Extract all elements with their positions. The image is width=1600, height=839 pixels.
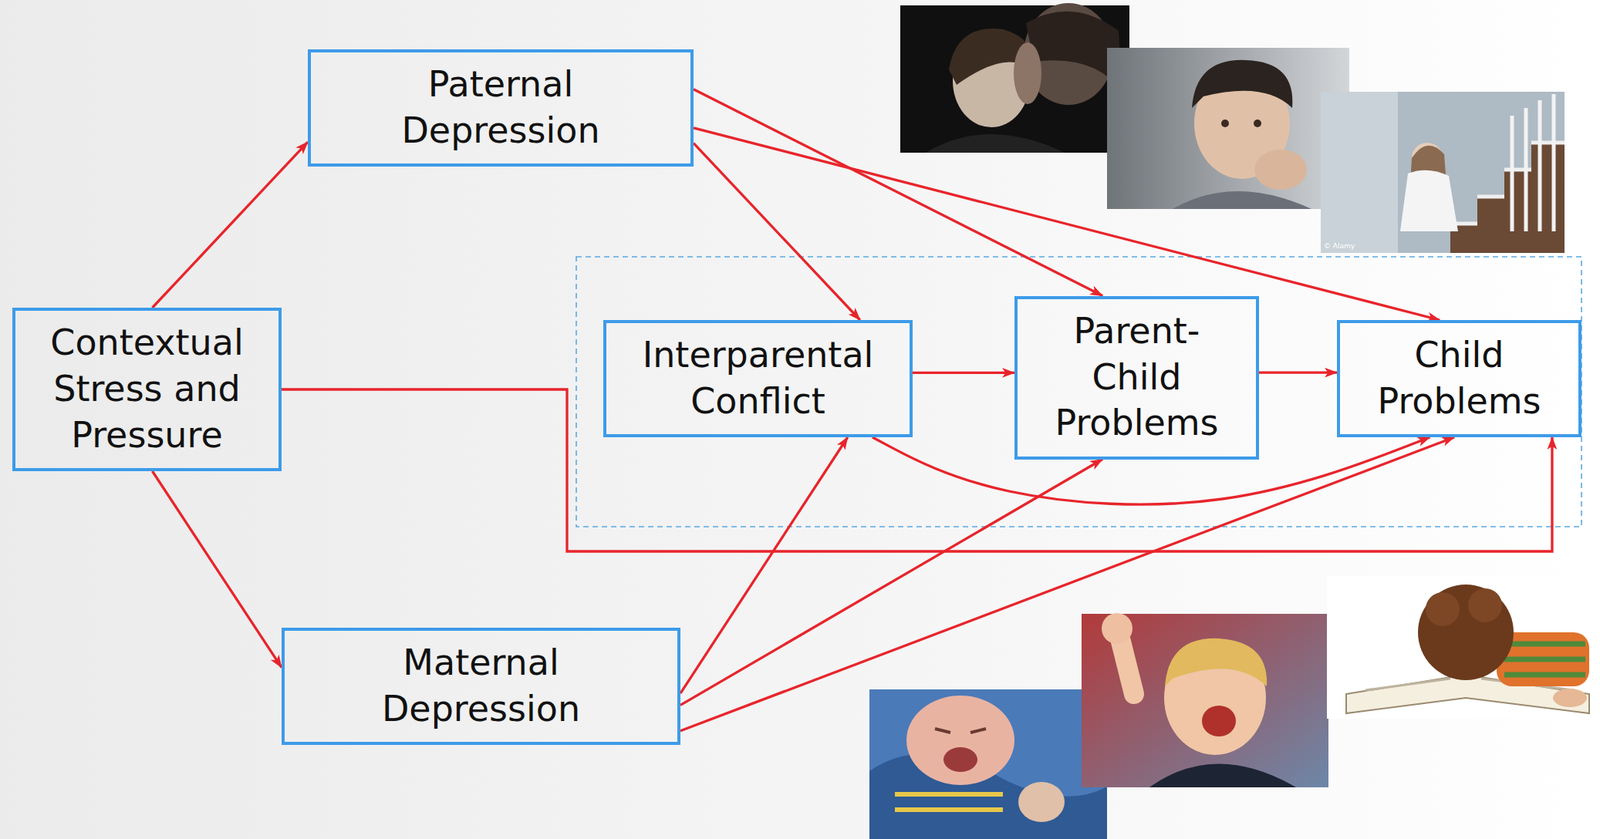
dashed-region	[576, 256, 1582, 527]
box-label: Child Problems	[1358, 332, 1561, 426]
causal-arrow	[693, 89, 1103, 297]
photo-mouth	[1201, 705, 1236, 737]
photo-curl	[1425, 592, 1460, 627]
photo-hair	[1164, 638, 1267, 687]
photo-ground	[869, 689, 1108, 839]
photo-stairs	[1450, 142, 1565, 254]
photo-shirt	[1172, 191, 1312, 210]
photo-wall	[1320, 91, 1398, 254]
causal-arrow	[151, 141, 308, 308]
causal-arrow	[680, 459, 1103, 706]
box-label: Parent-Child Problems	[1036, 308, 1239, 447]
causal-arrow	[151, 471, 282, 669]
causal-arrow	[680, 437, 1455, 732]
photo-fist	[1101, 613, 1133, 645]
box-label: Paternal Depression	[373, 61, 628, 155]
photo-sad-mother-daughter	[900, 3, 1130, 153]
photo-stripes	[894, 794, 1003, 811]
causal-arrow	[693, 128, 1440, 321]
photo-hair	[1191, 60, 1293, 109]
photo-eye	[1221, 119, 1229, 128]
photo-ground	[1081, 614, 1329, 788]
photo-eye	[1253, 119, 1262, 128]
photo-ground	[1107, 47, 1350, 210]
concept-box: Paternal Depression	[307, 49, 694, 167]
causal-arrow	[872, 437, 1431, 505]
box-label: Maternal Depression	[354, 640, 609, 733]
photo-pensive-boy	[1107, 47, 1350, 210]
photo-girl-on-stairs	[1320, 91, 1565, 254]
photo-hand	[1254, 149, 1307, 190]
causal-arrow	[693, 143, 861, 321]
photo-kid-on-book	[1326, 576, 1600, 719]
causal-arrow	[1259, 371, 1337, 374]
photo-face	[906, 695, 1015, 786]
concept-box: Interparental Conflict	[603, 320, 913, 438]
photo-dress	[1400, 170, 1459, 232]
concept-box: Maternal Depression	[281, 627, 681, 746]
photo-ground	[1326, 576, 1600, 719]
watermark: © Alamy	[1323, 242, 1355, 250]
concept-box: Contextual Stress and Pressure	[12, 307, 282, 472]
photo-shouting-boy	[1081, 613, 1329, 788]
photo-shirt	[1149, 764, 1297, 789]
box-label: Interparental Conflict	[627, 332, 890, 426]
photo-ground	[1320, 91, 1565, 254]
photo-hair	[1417, 584, 1514, 681]
concept-box: Child Problems	[1336, 320, 1582, 438]
photo-hand	[1552, 688, 1587, 708]
photo-steps	[1450, 142, 1565, 224]
photo-railing	[1512, 94, 1554, 232]
causal-arrow	[912, 371, 1015, 375]
causal-arrow	[281, 389, 1553, 552]
photo-shoulder	[925, 134, 1065, 153]
photo-stripes	[1504, 644, 1586, 676]
photo-mouth	[943, 747, 978, 773]
photo-eyes	[935, 729, 986, 733]
photo-crying-baby	[869, 689, 1108, 839]
photo-toy	[1018, 782, 1065, 823]
photo-hand	[1013, 42, 1042, 105]
photo-curl	[1468, 588, 1503, 623]
concept-box: Parent-Child Problems	[1014, 296, 1260, 460]
box-label: Contextual Stress and Pressure	[30, 320, 264, 459]
